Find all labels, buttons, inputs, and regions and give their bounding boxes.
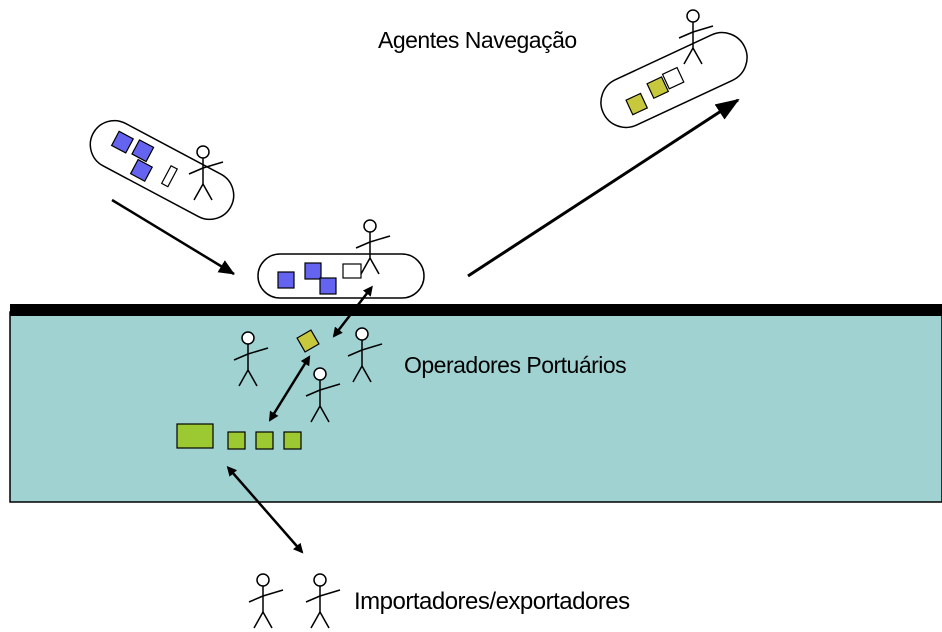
container-empty xyxy=(342,263,362,279)
label-importers-exporters: Importadores/exportadores xyxy=(354,588,630,615)
container-yellow xyxy=(625,92,649,116)
label-port-operators: Operadores Portuários xyxy=(404,352,627,378)
quay-edge xyxy=(10,304,942,316)
label-navigation-agents: Agentes Navegação xyxy=(378,27,577,53)
docked-ship xyxy=(257,253,425,299)
port-water-area xyxy=(9,311,942,503)
container-blue xyxy=(319,277,337,295)
incoming-ship xyxy=(89,119,235,221)
container-yellow xyxy=(296,329,320,353)
arrow-port-to-importers xyxy=(226,465,304,554)
container-green xyxy=(255,431,274,450)
container-empty xyxy=(160,164,179,188)
container-blue xyxy=(110,130,135,154)
importer-figure xyxy=(248,573,284,629)
arrow-port-internal xyxy=(268,355,311,422)
container-green xyxy=(283,431,302,450)
container-blue xyxy=(131,139,155,163)
arrow-ship-arrival xyxy=(111,198,235,276)
container-blue xyxy=(277,271,295,289)
outgoing-ship xyxy=(600,31,748,129)
container-empty xyxy=(661,66,685,90)
container-blue xyxy=(304,262,322,280)
container-green xyxy=(227,431,246,450)
container-blue xyxy=(129,158,154,183)
container-green-large xyxy=(176,423,214,449)
arrow-ship-to-port xyxy=(332,285,373,338)
arrow-ship-departure xyxy=(467,98,740,278)
exporter-figure xyxy=(305,573,341,629)
container-yellow xyxy=(646,76,670,100)
